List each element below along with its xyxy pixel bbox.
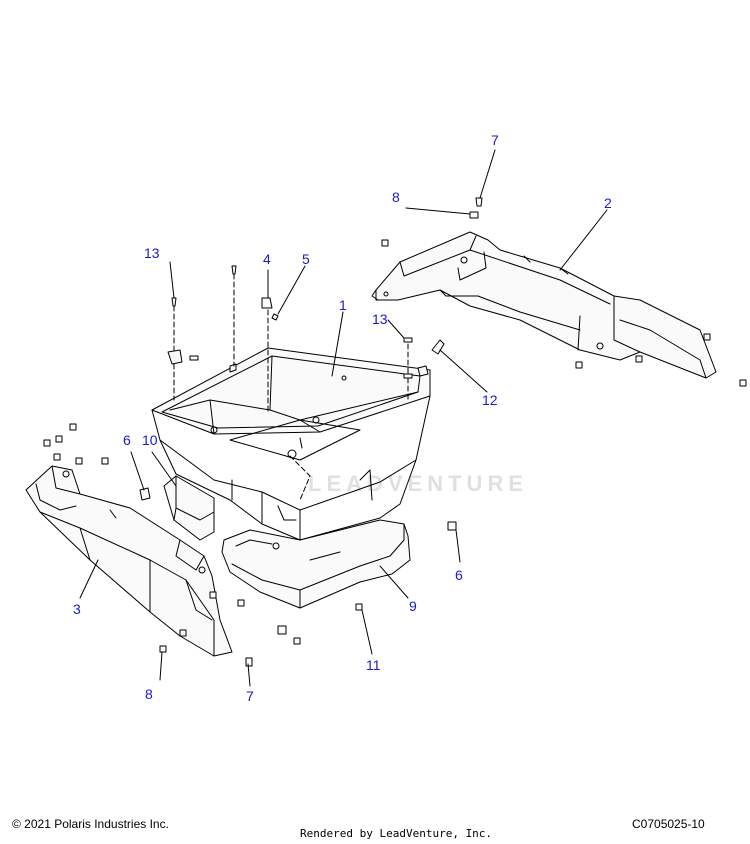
callout-7-top[interactable]: 7 [491, 132, 499, 148]
diagram-code: C0705025-10 [632, 817, 705, 831]
part-1-storage-box [151, 347, 431, 541]
callout-9[interactable]: 9 [409, 598, 417, 614]
part-12-seal [431, 339, 445, 355]
callout-13-left[interactable]: 13 [144, 245, 160, 261]
fasteners [43, 197, 747, 667]
callout-6-right[interactable]: 6 [455, 567, 463, 583]
callout-8-top[interactable]: 8 [392, 189, 400, 205]
callout-10[interactable]: 10 [142, 432, 158, 448]
copyright-text: © 2021 Polaris Industries Inc. [12, 817, 169, 831]
callout-7-bottom[interactable]: 7 [246, 688, 254, 704]
part-10-bracket [163, 475, 215, 541]
callout-2[interactable]: 2 [604, 195, 612, 211]
callout-4[interactable]: 4 [263, 251, 271, 267]
part-9-floor-panel [221, 519, 411, 609]
callout-5[interactable]: 5 [302, 251, 310, 267]
callout-6-left[interactable]: 6 [123, 432, 131, 448]
part-2-rear-panel [371, 231, 717, 379]
callout-3[interactable]: 3 [73, 601, 81, 617]
callout-11[interactable]: 11 [366, 657, 381, 673]
callout-8-bottom[interactable]: 8 [145, 686, 153, 702]
rendered-by-text: Rendered by LeadVenture, Inc. [300, 827, 493, 840]
callout-1[interactable]: 1 [339, 297, 347, 313]
watermark-text: LEADVENTURE [308, 471, 529, 496]
callout-13-right[interactable]: 13 [372, 311, 388, 327]
leader-lines [79, 149, 608, 687]
callout-12[interactable]: 12 [482, 392, 498, 408]
assembly-lines [173, 273, 409, 501]
